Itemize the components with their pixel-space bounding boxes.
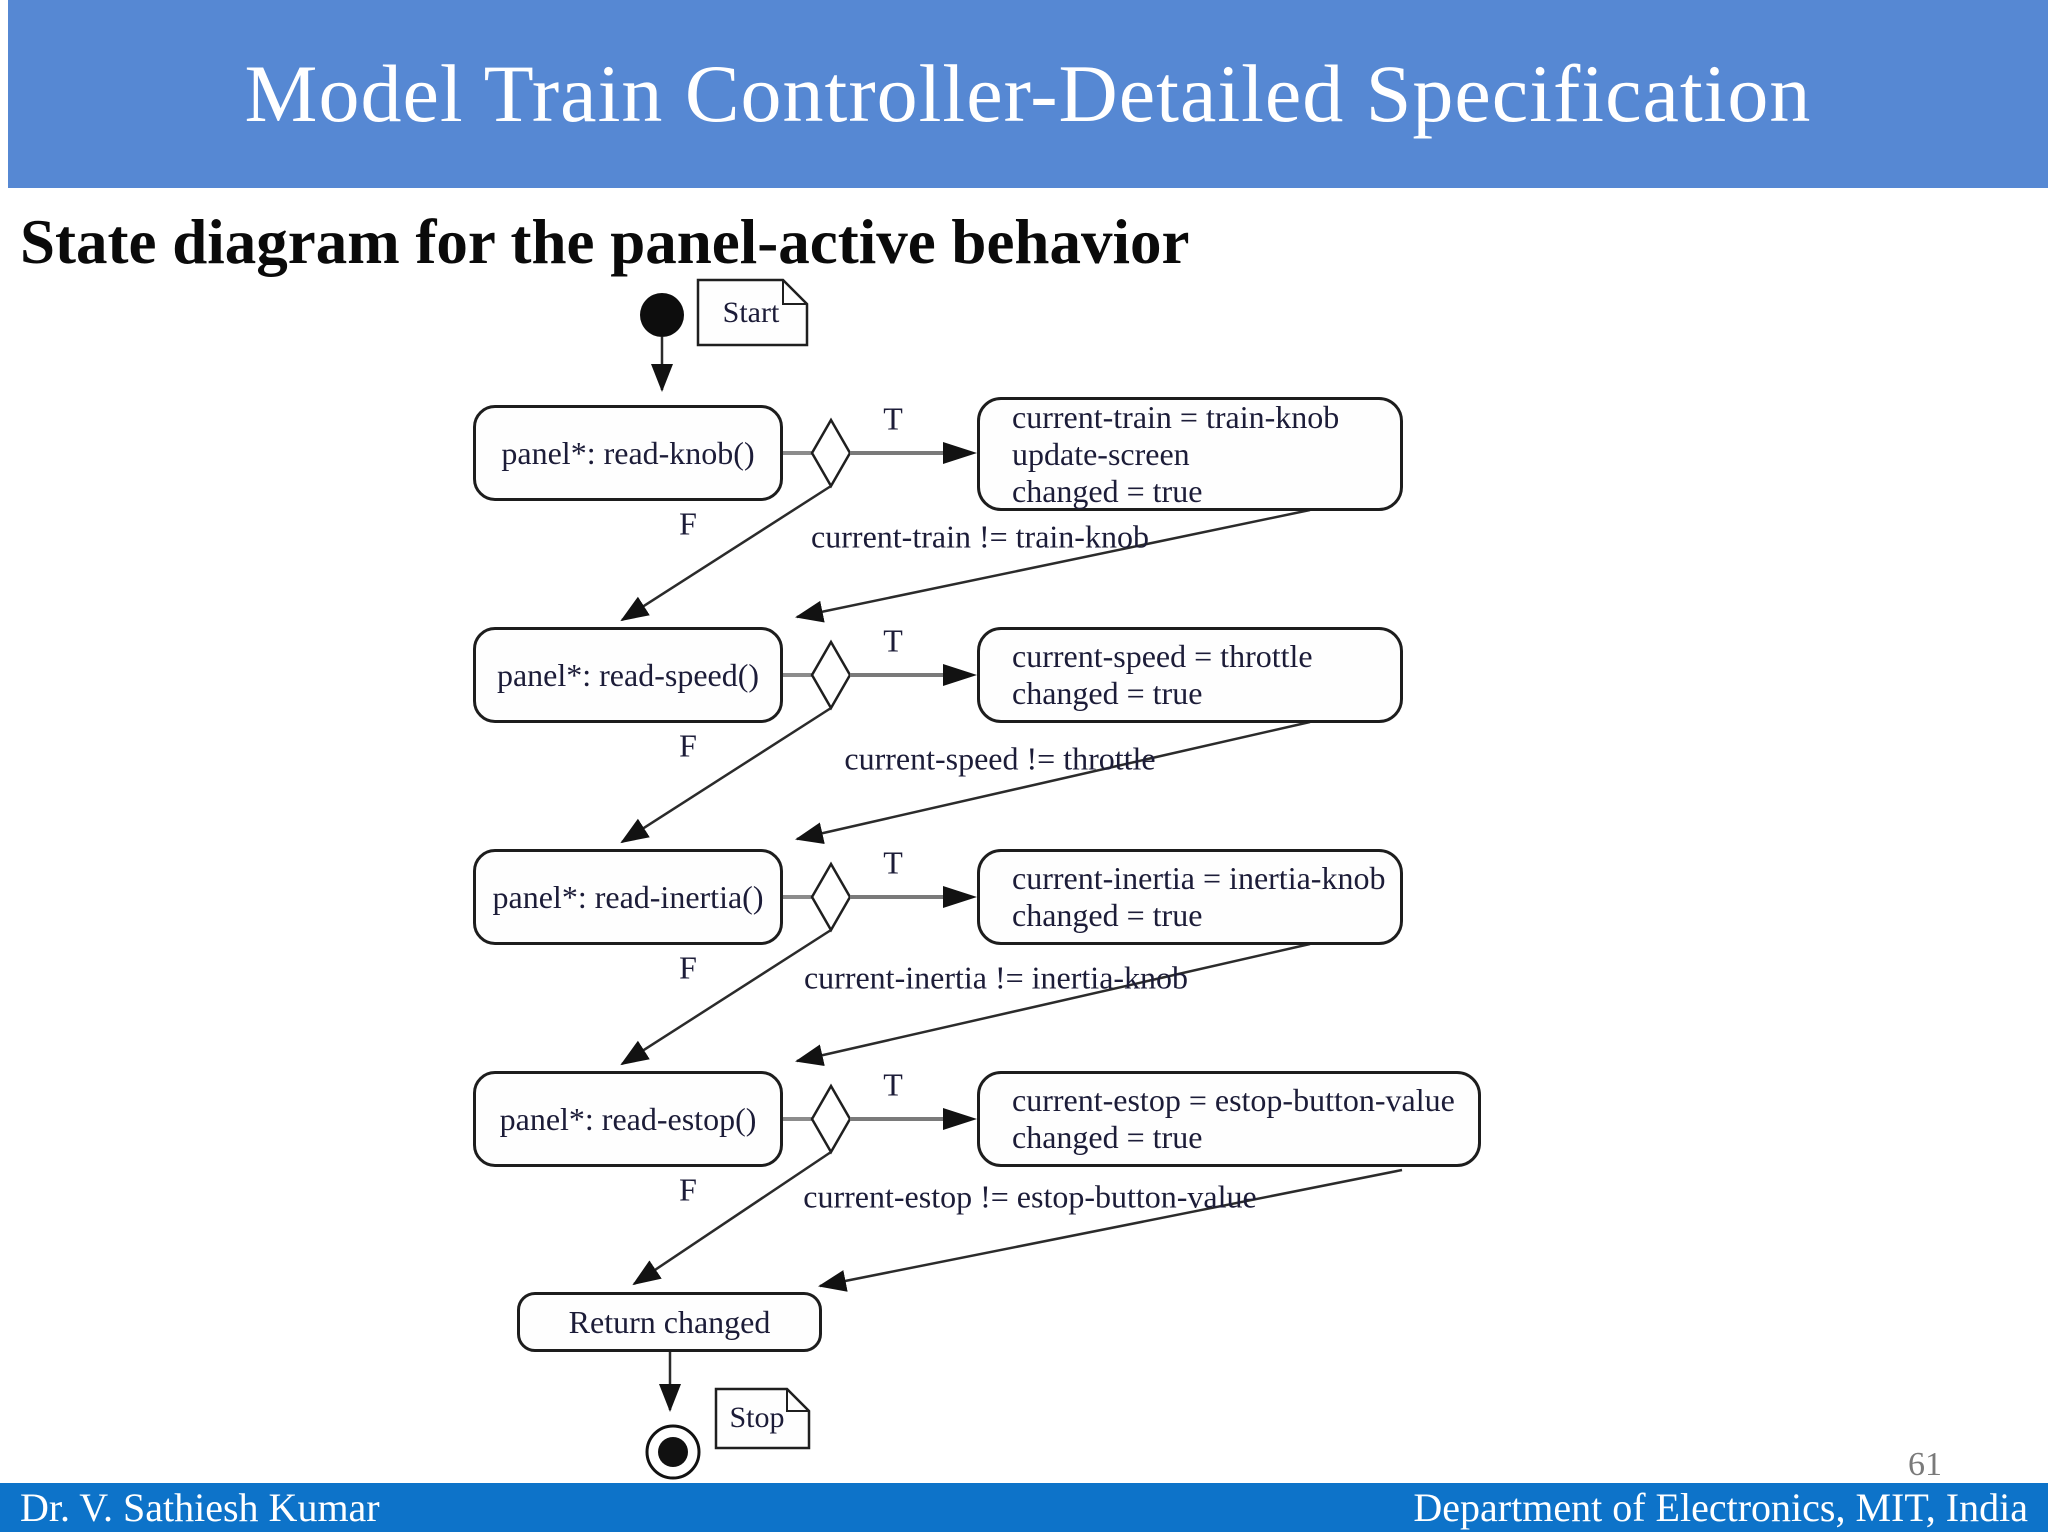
action-box-train: current-train = train-knob update-screen… [977,397,1403,511]
return-state-box: Return changed [517,1292,822,1352]
action-box-estop: current-estop = estop-button-value chang… [977,1071,1481,1167]
page-number: 61 [1908,1446,1942,1483]
state-box-read-inertia: panel*: read-inertia() [473,849,783,945]
false-label: F [679,949,697,986]
state-box-read-knob: panel*: read-knob() [473,405,783,501]
footer-bar: Dr. V. Sathiesh Kumar Department of Elec… [0,1483,2048,1532]
action-line: current-train = train-knob [1012,398,1340,435]
stop-note-label: Stop [729,1401,785,1434]
start-node-icon [640,293,684,392]
action-line: changed = true [1012,897,1203,933]
title-bar: Model Train Controller-Detailed Specific… [8,0,2048,188]
state-label: panel*: read-inertia() [492,878,764,915]
footer-author: Dr. V. Sathiesh Kumar [20,1485,380,1530]
loop-back-arrow [795,508,1311,623]
loop-back-arrow [818,1168,1403,1292]
action-box-speed: current-speed = throttle changed = true [977,627,1403,723]
decision-row-3 [620,861,1311,1066]
loop-back-arrow [795,942,1311,1066]
action-box-inertia: current-inertia = inertia-knob changed =… [977,849,1403,945]
action-line: current-inertia = inertia-knob [1012,860,1386,896]
false-branch-arrow [620,484,832,622]
guard-label: current-estop != estop-button-value [803,1178,1257,1215]
state-box-read-estop: panel*: read-estop() [473,1071,783,1167]
false-branch-arrow [620,706,832,844]
state-box-read-speed: panel*: read-speed() [473,627,783,723]
action-line: current-estop = estop-button-value [1012,1082,1455,1118]
false-branch-arrow [620,928,832,1066]
false-branch-arrow [632,1150,832,1286]
state-label: panel*: read-estop() [499,1100,757,1137]
footer-department: Department of Electronics, MIT, India [1413,1485,2028,1530]
decision-row-2 [620,639,1311,844]
start-note-icon [696,278,809,347]
stop-note-icon [714,1387,811,1450]
action-line: changed = true [1012,1119,1203,1155]
action-line: changed = true [1012,675,1203,711]
decision-row-1 [620,417,1311,623]
page-title: Model Train Controller-Detailed Specific… [244,48,1812,139]
true-label: T [883,844,903,881]
false-label: F [679,727,697,764]
action-line: current-speed = throttle [1012,638,1313,674]
guard-label: current-speed != throttle [844,740,1156,777]
state-label: panel*: read-speed() [496,656,760,693]
state-label: panel*: read-knob() [501,434,755,471]
action-line: update-screen [1012,435,1190,472]
loop-back-arrow [795,720,1311,844]
decision-row-4 [632,1083,1403,1292]
state-label: Return changed [568,1303,771,1340]
start-note-label: Start [722,296,780,329]
action-line: changed = true [1012,472,1203,509]
guard-label: current-train != train-knob [811,518,1149,555]
false-label: F [679,505,697,542]
guard-label: current-inertia != inertia-knob [803,959,1189,996]
slide-subtitle: State diagram for the panel-active behav… [20,207,1190,277]
true-label: T [883,1066,903,1103]
false-label: F [679,1171,697,1208]
stop-node-icon [645,1352,701,1480]
true-label: T [883,622,903,659]
true-label: T [883,400,903,437]
